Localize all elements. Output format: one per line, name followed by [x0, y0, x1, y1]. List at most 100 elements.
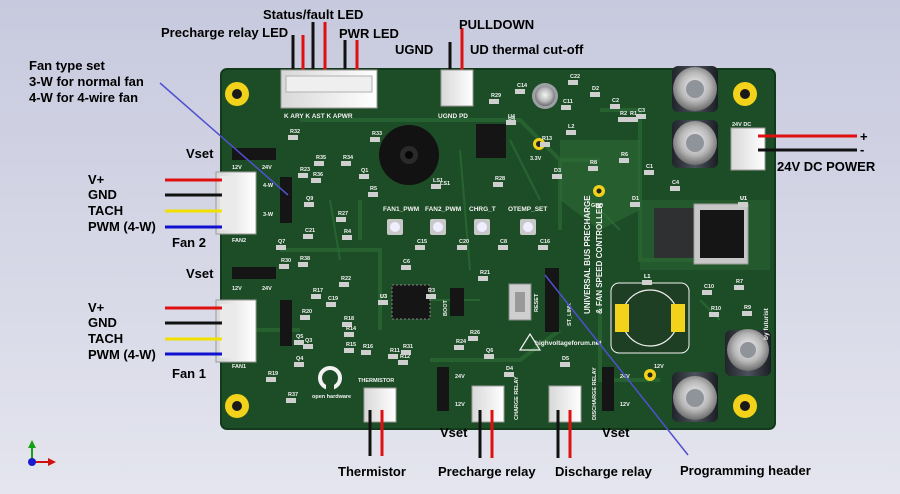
callout-pwr-led: PWR LED	[339, 26, 399, 41]
ref-d4: D4	[506, 366, 514, 372]
ref-r32: R32	[290, 129, 300, 135]
svg-text:24V: 24V	[262, 165, 272, 171]
ref-c22: C22	[570, 74, 580, 80]
smd-pad-r29	[489, 99, 499, 104]
smd-pad-c21	[303, 234, 313, 239]
status-label-fan1: FAN1_PWM	[383, 206, 419, 213]
smd-pad-q4	[294, 362, 304, 367]
smd-pad-r37	[286, 398, 296, 403]
ref-c3: C3	[638, 108, 645, 114]
callout-power: 24V DC POWER	[777, 159, 876, 174]
ref-c14: C14	[517, 83, 528, 89]
smd-pad-r18	[342, 322, 352, 327]
ref-r35: R35	[316, 155, 326, 161]
smd-pad-r10	[709, 312, 719, 317]
ref-r37: R37	[288, 392, 298, 398]
callout-thermistor: Thermistor	[338, 464, 406, 479]
smd-pad-l1	[642, 280, 652, 285]
status-label-fan2: FAN2_PWM	[425, 206, 461, 213]
ref-c8: C8	[500, 239, 507, 245]
fan1-pin-vplus: V+	[88, 300, 105, 315]
ref-d3: D3	[554, 168, 561, 174]
cap-bottom-right	[672, 372, 718, 422]
ref-r1: R1	[630, 111, 637, 117]
cap-right-mid	[725, 329, 771, 376]
ref-r26: R26	[470, 330, 480, 336]
smd-pad-r23	[298, 173, 308, 178]
ref-u3: U3	[380, 294, 387, 300]
ref-ls1: LS1	[433, 178, 443, 184]
ref-r4: R4	[344, 229, 352, 235]
callout-power-plus: +	[860, 129, 868, 144]
status-label-otemp: OTEMP_SET	[508, 206, 547, 213]
svg-text:DISCHARGE RELAY: DISCHARGE RELAY	[592, 367, 598, 420]
ref-r16: R16	[363, 344, 373, 350]
ref-l1: L1	[644, 274, 650, 280]
svg-text:12V: 12V	[654, 364, 664, 370]
thermistor-connector: THERMISTOR	[358, 378, 397, 456]
status-label-chrg: CHRG_T	[469, 206, 496, 213]
smd-pad-r20	[300, 315, 310, 320]
ref-r24: R24	[456, 339, 467, 345]
svg-text:ST_LINK: ST_LINK	[567, 303, 573, 326]
ref-r34: R34	[343, 155, 354, 161]
smd-pad-c3	[636, 114, 646, 119]
smd-pad-c1	[644, 170, 654, 175]
smd-pad-r4	[342, 235, 352, 240]
smd-pad-c19	[326, 302, 336, 307]
smd-pad-q3	[303, 344, 313, 349]
fan1-type-jumper	[280, 300, 292, 346]
ref-u1: U1	[740, 196, 747, 202]
buzzer: LS1	[379, 125, 450, 187]
ref-c16: C16	[540, 239, 550, 245]
ref-r17: R17	[313, 288, 323, 294]
smd-pad-r32	[288, 135, 298, 140]
smd-pad-r6	[619, 158, 629, 163]
website-label: highvoltageforum.net	[535, 340, 602, 347]
ref-c2: C2	[612, 98, 619, 104]
svg-text:24V: 24V	[455, 374, 465, 380]
ref-d2: D2	[592, 86, 599, 92]
svg-text:24V DC: 24V DC	[732, 122, 751, 128]
ref-r13: R13	[542, 136, 552, 142]
smd-pad-c2	[610, 104, 620, 109]
fan1-pin-gnd: GND	[88, 315, 117, 330]
callout-fan2: Fan 2	[172, 235, 206, 250]
callout-fan-type-line1: Fan type set	[29, 58, 106, 73]
ref-q3: Q3	[305, 338, 312, 344]
status-led-row: FAN1_PWM FAN2_PWM CHRG_T OTEMP_SET	[383, 206, 547, 235]
smd-pad-r17	[311, 294, 321, 299]
smd-pad-r22	[339, 282, 349, 287]
smd-pad-r3	[426, 294, 436, 299]
callout-status-fault-led: Status/fault LED	[263, 7, 363, 22]
smd-pad-c16	[538, 245, 548, 250]
svg-text:LS1: LS1	[440, 181, 450, 187]
svg-text:RESET: RESET	[534, 293, 540, 312]
hv-warning	[518, 332, 542, 351]
mcu-u3: U3	[380, 284, 431, 320]
smd-pad-c11	[561, 105, 571, 110]
callout-ud-thermal: UD thermal cut-off	[470, 42, 584, 57]
smd-pad-c22	[568, 80, 578, 85]
discharge-relay-connector: DISCHARGE RELAY	[548, 367, 598, 458]
smd-pad-c14	[515, 89, 525, 94]
ref-c11: C11	[563, 99, 573, 105]
svg-text:L1: L1	[644, 274, 650, 280]
ref-d1: D1	[632, 196, 639, 202]
smd-pad-r19	[266, 377, 276, 382]
smd-pad-r1	[628, 117, 638, 122]
smd-pad-r16	[361, 350, 371, 355]
smd-pad-c4	[670, 186, 680, 191]
smd-pad-r27	[336, 217, 346, 222]
smd-pad-r26	[468, 336, 478, 341]
smd-pad-q7	[276, 245, 286, 250]
fan2-pin-gnd: GND	[88, 187, 117, 202]
ref-r28: R28	[495, 176, 505, 182]
ugnd-pd-label: UGND PD	[438, 113, 468, 120]
svg-text:U3: U3	[380, 294, 387, 300]
svg-text:3.3V: 3.3V	[530, 156, 542, 162]
smd-pad-d4	[504, 372, 514, 377]
vset-header-charge: 24V 12V	[437, 367, 465, 411]
